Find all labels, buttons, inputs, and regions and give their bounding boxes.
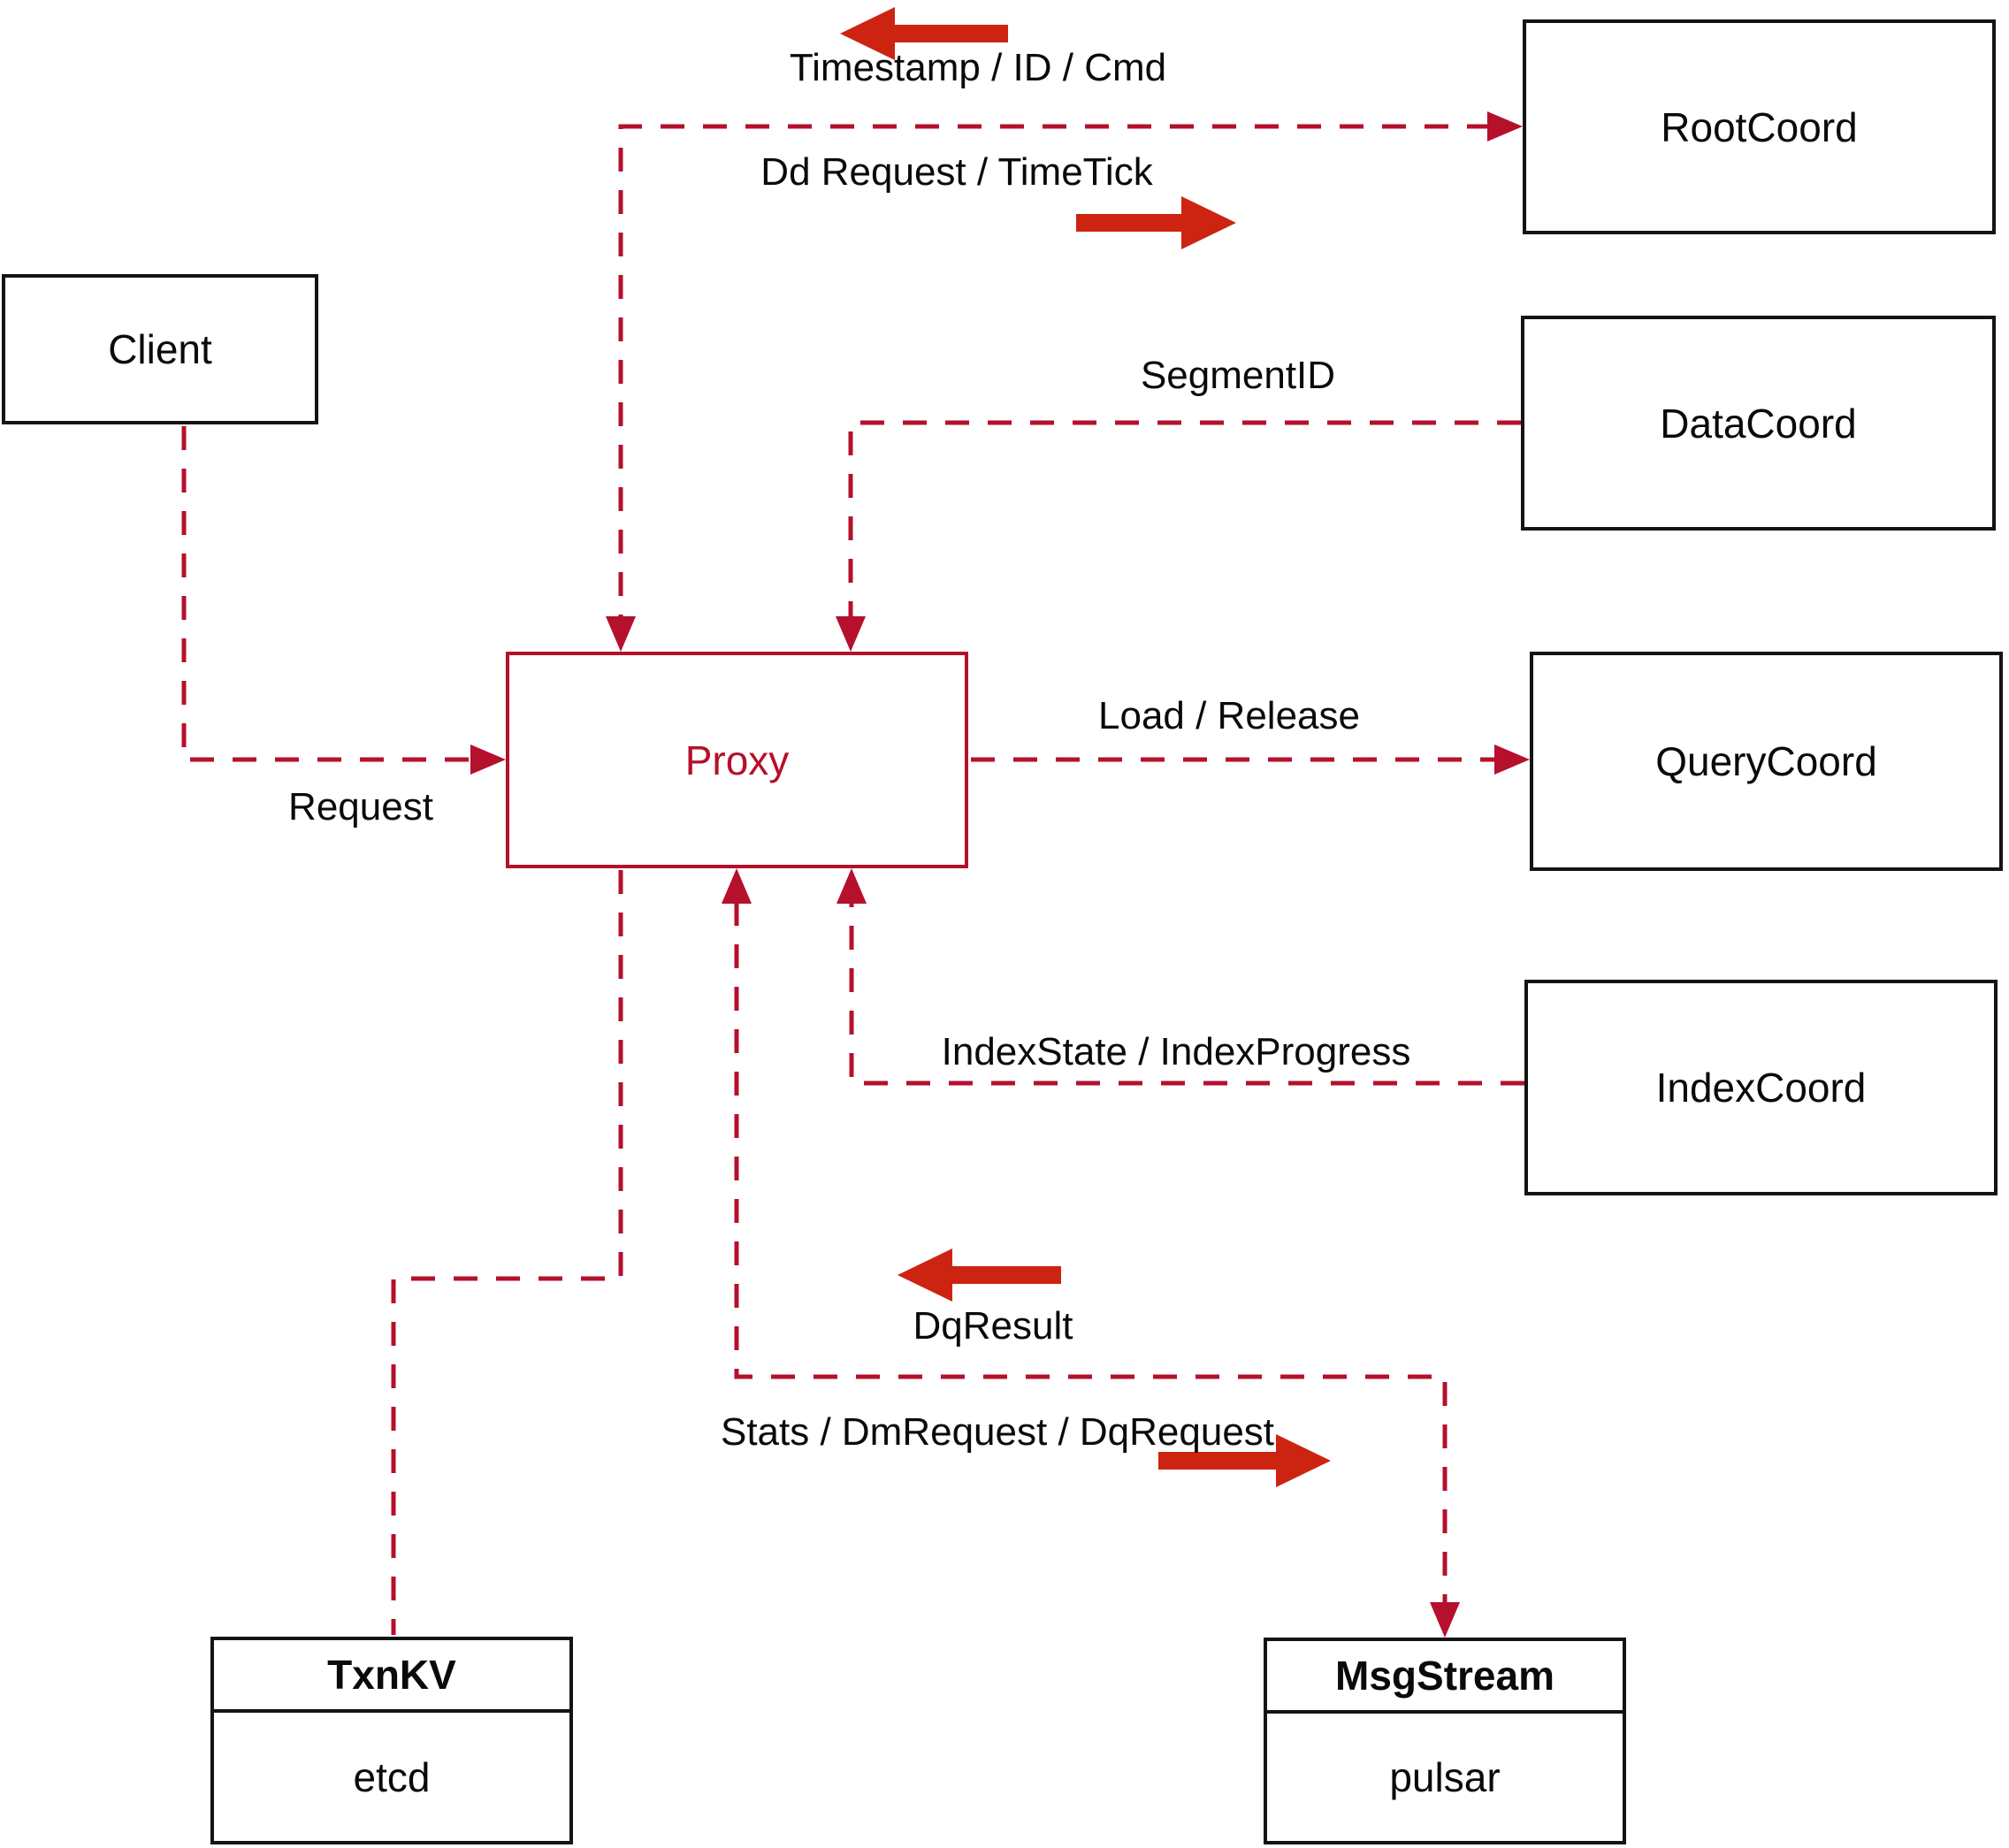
node-datacoord-label: DataCoord bbox=[1660, 400, 1857, 447]
node-rootcoord-label: RootCoord bbox=[1661, 103, 1858, 150]
label-stats-dm-dq: Stats / DmRequest / DqRequest bbox=[720, 1410, 1275, 1454]
right-direction-arrow-stats bbox=[1158, 1434, 1331, 1487]
node-client: Client bbox=[2, 274, 318, 424]
node-msgstream-title: MsgStream bbox=[1335, 1653, 1554, 1699]
node-txnkv: TxnKV etcd bbox=[210, 1637, 573, 1844]
arrowhead-into-msgstream bbox=[1430, 1602, 1460, 1638]
arrowhead-into-proxy-top-left bbox=[606, 616, 636, 652]
node-datacoord: DataCoord bbox=[1521, 316, 1996, 531]
arrowhead-into-querycoord bbox=[1494, 745, 1530, 775]
label-timestamp-id-cmd: Timestamp / ID / Cmd bbox=[789, 46, 1167, 89]
node-msgstream-impl: pulsar bbox=[1389, 1754, 1501, 1800]
left-direction-arrow-dqresult bbox=[898, 1249, 1061, 1302]
node-msgstream-body: pulsar bbox=[1267, 1714, 1623, 1841]
node-proxy-label: Proxy bbox=[684, 737, 790, 783]
node-proxy: Proxy bbox=[506, 652, 968, 868]
node-client-label: Client bbox=[108, 326, 212, 372]
right-direction-arrow-ddrequest bbox=[1076, 196, 1236, 249]
arrowhead-into-proxy-top-right bbox=[836, 616, 866, 652]
arrowhead-into-proxy-bottom-right bbox=[836, 868, 867, 904]
arrowhead-into-proxy-left bbox=[470, 745, 506, 775]
edge-proxy-rootcoord bbox=[618, 124, 1491, 619]
node-querycoord-label: QueryCoord bbox=[1655, 738, 1877, 784]
label-load-release: Load / Release bbox=[1098, 694, 1360, 737]
edge-indexcoord-to-proxy bbox=[849, 902, 1524, 1086]
label-dq-result: DqResult bbox=[913, 1304, 1073, 1348]
edge-client-to-proxy bbox=[181, 426, 477, 762]
node-msgstream: MsgStream pulsar bbox=[1264, 1638, 1626, 1844]
node-txnkv-body: etcd bbox=[214, 1713, 569, 1841]
label-segment-id: SegmentID bbox=[1140, 354, 1336, 397]
node-rootcoord: RootCoord bbox=[1523, 19, 1996, 234]
arrowhead-into-rootcoord bbox=[1487, 111, 1523, 141]
label-index-state-progress: IndexState / IndexProgress bbox=[941, 1030, 1411, 1073]
arrowhead-into-proxy-bottom-left bbox=[722, 868, 752, 904]
left-direction-arrow-timestamp bbox=[840, 7, 1008, 60]
label-dd-request-timetick: Dd Request / TimeTick bbox=[760, 150, 1153, 194]
node-txnkv-title: TxnKV bbox=[327, 1652, 456, 1698]
node-txnkv-impl: etcd bbox=[353, 1753, 431, 1800]
node-msgstream-header: MsgStream bbox=[1267, 1641, 1623, 1714]
node-indexcoord-label: IndexCoord bbox=[1655, 1065, 1867, 1111]
edge-proxy-msgstream bbox=[734, 902, 1448, 1606]
node-indexcoord: IndexCoord bbox=[1524, 980, 1998, 1195]
node-querycoord: QueryCoord bbox=[1530, 652, 2003, 871]
edge-datacoord-to-proxy bbox=[848, 420, 1521, 619]
edge-proxy-to-txnkv bbox=[391, 870, 623, 1635]
label-request: Request bbox=[288, 785, 433, 829]
node-txnkv-header: TxnKV bbox=[214, 1640, 569, 1713]
